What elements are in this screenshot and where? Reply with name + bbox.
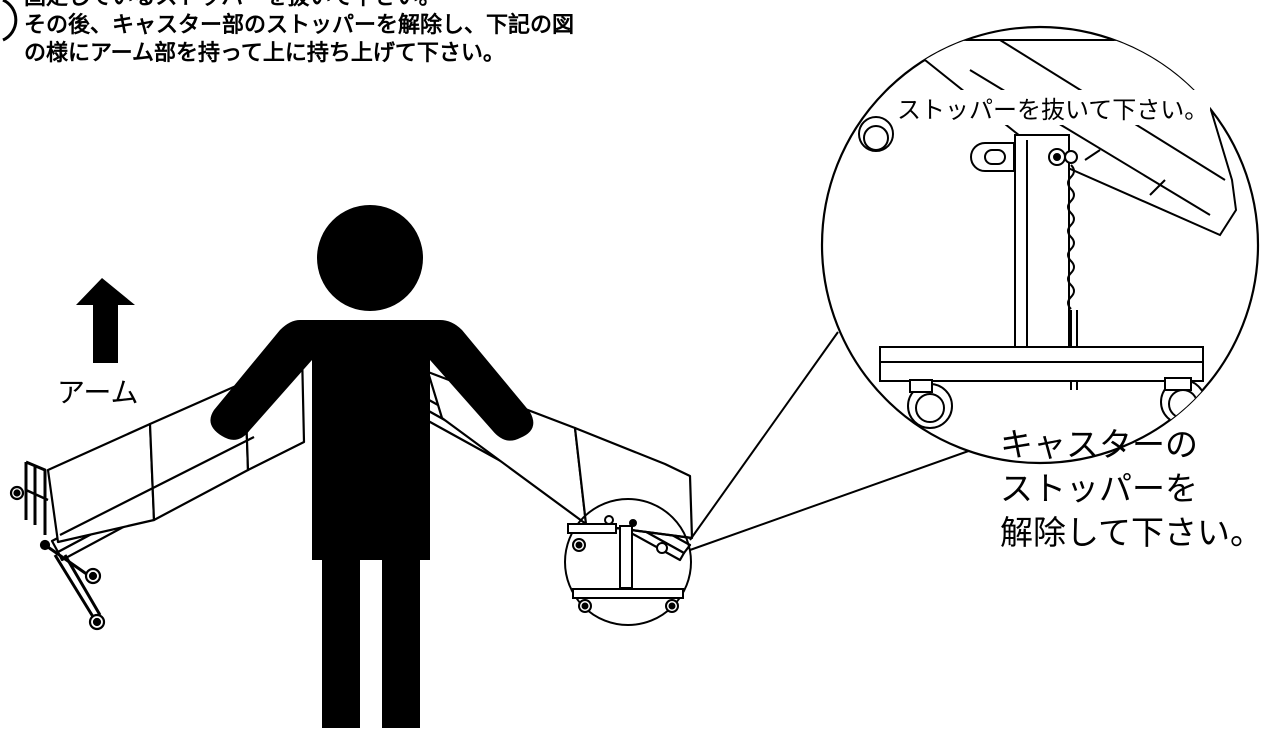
caster-label-line-2: ストッパーを xyxy=(1000,469,1198,508)
caster-label-line-1: キャスターの xyxy=(1000,425,1198,464)
instruction-line-3: の様にアーム部を持って上に持ち上げて下さい。 xyxy=(24,41,505,66)
pull-stopper-label: ストッパーを抜いて下さい。 xyxy=(895,90,1211,125)
arm-label: アーム xyxy=(57,376,139,409)
magnifier-circle xyxy=(820,25,1260,465)
caster-stopper-label: キャスターの ストッパーを 解除して下さい。 xyxy=(1000,423,1263,555)
step-number-circle xyxy=(2,0,18,42)
instruction-line-2: その後、キャスター部のストッパーを解除し、下記の図 xyxy=(24,13,575,38)
up-arrow-icon xyxy=(76,278,135,363)
person-silhouette xyxy=(210,205,534,730)
small-detail-circle xyxy=(564,498,692,626)
instruction-line-1: 固定しているストッパーを抜いて下さい。 xyxy=(24,0,441,12)
caster-label-line-3: 解除して下さい。 xyxy=(1000,513,1264,552)
